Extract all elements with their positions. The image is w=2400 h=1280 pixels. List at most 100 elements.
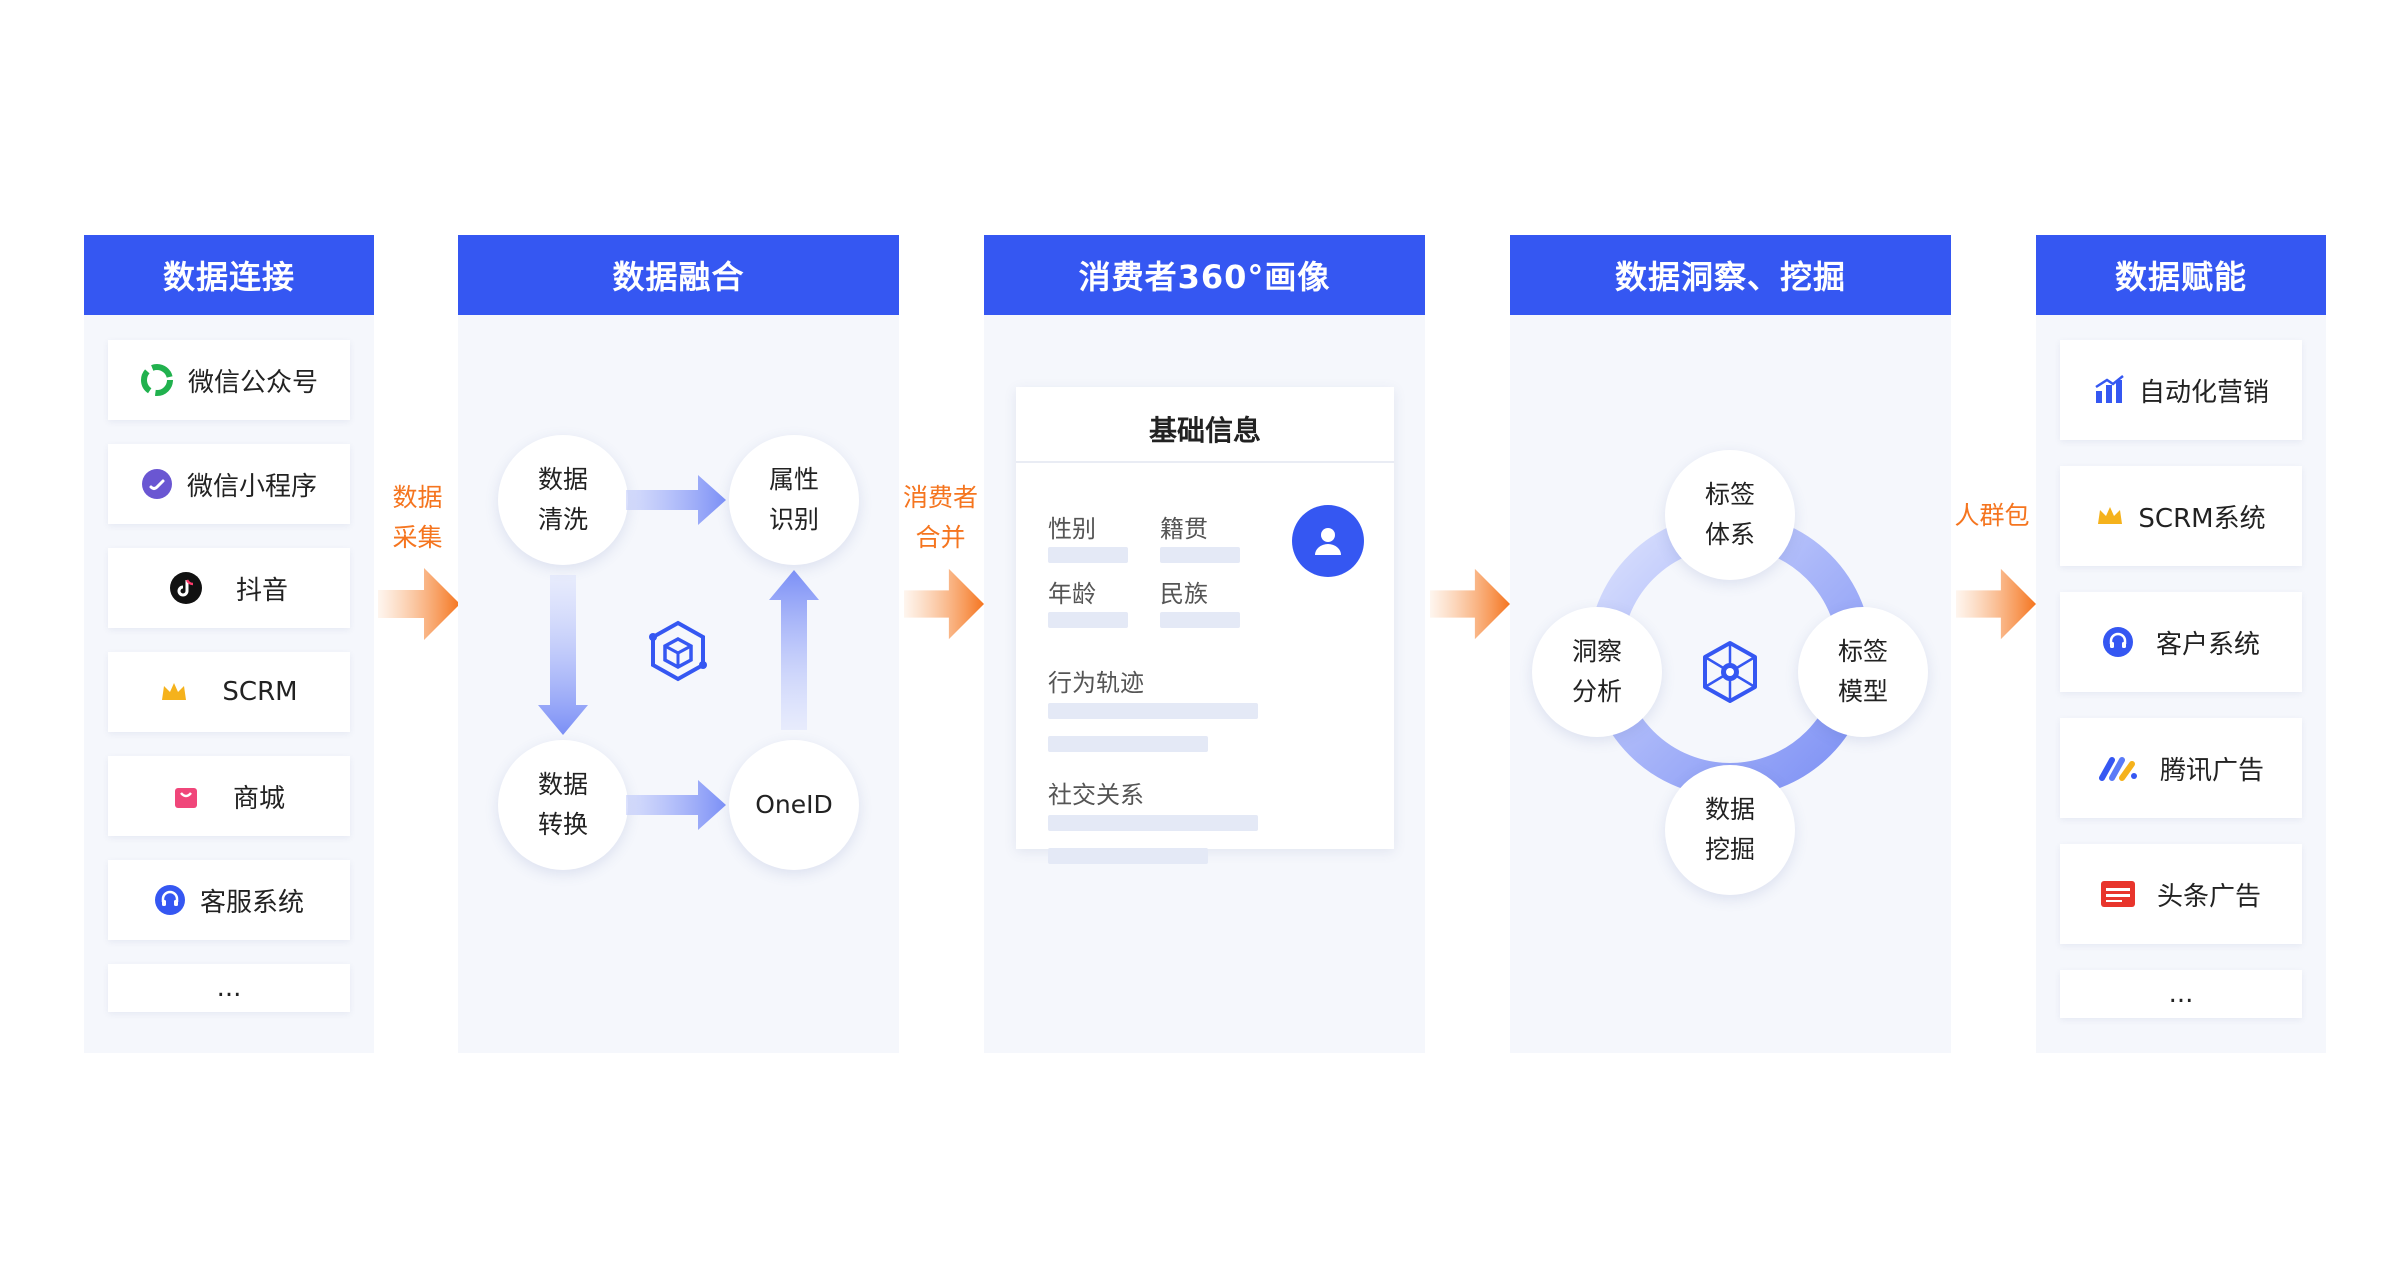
bar-chart-icon: [2093, 375, 2125, 405]
target-toutiao-ads[interactable]: 头条广告: [2060, 844, 2302, 944]
shopping-bag-icon: [173, 782, 199, 810]
node-oneid: OneID: [729, 740, 859, 870]
flow-label-line: 人群包: [1954, 501, 2030, 530]
flow-label-merge: 消费者 合并: [898, 478, 983, 558]
field-social: 社交关系: [1048, 781, 1144, 809]
node-line: 挖掘: [1704, 835, 1755, 864]
node-line: 体系: [1704, 520, 1755, 549]
node-insight-analysis: 洞察 分析: [1532, 607, 1662, 737]
node-line: 分析: [1571, 677, 1622, 706]
node-line: 标签: [1837, 637, 1888, 666]
placeholder-bar: [1048, 736, 1208, 752]
target-customer-system[interactable]: 客户系统: [2060, 592, 2302, 692]
avatar: [1292, 505, 1364, 577]
arrow-right-icon: [904, 568, 984, 640]
arrow-right-icon: [626, 780, 726, 830]
crown-icon: [2096, 504, 2124, 528]
node-line: 数据: [1704, 795, 1755, 824]
node-line: 数据: [537, 465, 588, 494]
source-label: SCRM: [222, 677, 298, 707]
target-label: 自动化营销: [2138, 377, 2269, 408]
arrow-right-icon: [1956, 568, 2036, 640]
panel-data-insight: 数据洞察、挖掘 标签 体系 标签 模型 数据 挖掘 洞察 分析: [1510, 235, 1951, 1053]
source-label: 商城: [232, 783, 285, 814]
placeholder-bar: [1048, 815, 1258, 831]
placeholder-bar: [1160, 612, 1240, 628]
arrow-right-icon: [1430, 568, 1510, 640]
profile-card-title: 基础信息: [1148, 414, 1261, 447]
node-line: 转换: [537, 810, 588, 839]
placeholder-bar: [1048, 703, 1258, 719]
more-label: ...: [216, 973, 242, 1003]
flow-label-line: 采集: [392, 523, 443, 552]
source-scrm[interactable]: SCRM: [108, 652, 350, 732]
target-label: 头条广告: [2156, 881, 2261, 912]
node-line: 属性: [768, 465, 819, 494]
flow-label-line: 数据: [392, 483, 443, 512]
toutiao-icon: [2100, 881, 2135, 907]
panel-data-fusion: 数据融合 数据 清洗 属性 识别 数据 转换 OneID: [458, 235, 899, 1053]
field-gender: 性别: [1048, 515, 1096, 543]
divider: [1016, 461, 1394, 463]
wechat-official-account-icon: [140, 363, 174, 397]
target-label: 客户系统: [2155, 629, 2260, 660]
node-data-convert: 数据 转换: [498, 740, 628, 870]
field-origin: 籍贯: [1160, 515, 1208, 543]
panel-data-empower: 数据赋能 自动化营销 SCRM系统 客户系统 腾讯广告 头条广告 ...: [2036, 235, 2326, 1053]
headset-icon: [154, 884, 186, 916]
placeholder-bar: [1048, 547, 1128, 563]
arrow-right-icon: [626, 475, 726, 525]
more-label: ...: [2168, 979, 2194, 1009]
field-ethnicity: 民族: [1160, 580, 1208, 608]
douyin-icon: [169, 572, 202, 604]
source-label: 抖音: [235, 575, 288, 606]
node-tag-model: 标签 模型: [1798, 607, 1928, 737]
panel-title: 数据洞察、挖掘: [1510, 235, 1951, 315]
node-line: OneID: [755, 790, 833, 819]
flow-label-line: 合并: [915, 523, 966, 552]
headset-icon: [2102, 626, 2134, 658]
target-scrm-system[interactable]: SCRM系统: [2060, 466, 2302, 566]
node-line: 识别: [768, 505, 819, 534]
arrow-up-icon: [769, 570, 819, 730]
source-customer-service[interactable]: 客服系统: [108, 860, 350, 940]
source-wechat-official-account[interactable]: 微信公众号: [108, 340, 350, 420]
node-line: 模型: [1837, 677, 1888, 706]
field-behavior: 行为轨迹: [1048, 669, 1144, 697]
target-label: 腾讯广告: [2159, 755, 2264, 786]
profile-card: 基础信息 性别 籍贯 年龄 民族 行为轨迹 社交关系: [1016, 387, 1394, 864]
source-douyin[interactable]: 抖音: [108, 548, 350, 628]
source-wechat-mini-program[interactable]: 微信小程序: [108, 444, 350, 524]
panel-title: 数据融合: [458, 235, 899, 315]
panel-title: 消费者360°画像: [984, 235, 1425, 315]
source-more[interactable]: ...: [108, 964, 350, 1012]
node-tag-system: 标签 体系: [1665, 450, 1795, 580]
network-hexagon-icon: [1703, 641, 1757, 703]
target-automated-marketing[interactable]: 自动化营销: [2060, 340, 2302, 440]
target-tencent-ads[interactable]: 腾讯广告: [2060, 718, 2302, 818]
wechat-mini-program-icon: [141, 468, 173, 500]
placeholder-bar: [1048, 612, 1128, 628]
panel-data-connect: 数据连接 微信公众号 微信小程序 抖音 SCRM 商城 客服系统: [84, 235, 374, 1053]
node-data-mining: 数据 挖掘: [1665, 765, 1795, 895]
panel-consumer-portrait: 消费者360°画像 基础信息 性别 籍贯 年龄 民族 行为轨迹 社交关系: [984, 235, 1425, 1053]
target-more[interactable]: ...: [2060, 970, 2302, 1018]
arrow-right-icon: [378, 568, 460, 640]
source-label: 微信小程序: [186, 471, 317, 502]
source-label: 微信公众号: [187, 367, 318, 398]
node-line: 标签: [1704, 480, 1755, 509]
arrow-down-icon: [538, 575, 588, 735]
node-line: 清洗: [537, 505, 588, 534]
tencent-ads-icon: [2098, 754, 2138, 782]
flow-label-crowd: 人群包: [1948, 496, 2036, 536]
node-line: 洞察: [1571, 637, 1622, 666]
source-label: 客服系统: [199, 887, 304, 918]
placeholder-bar: [1160, 547, 1240, 563]
node-line: 数据: [537, 770, 588, 799]
node-data-cleaning: 数据 清洗: [498, 435, 628, 565]
source-mall[interactable]: 商城: [108, 756, 350, 836]
flow-label-collect: 数据 采集: [375, 478, 460, 558]
node-attribute-identify: 属性 识别: [729, 435, 859, 565]
flow-label-line: 消费者: [902, 483, 978, 512]
placeholder-bar: [1048, 848, 1208, 864]
